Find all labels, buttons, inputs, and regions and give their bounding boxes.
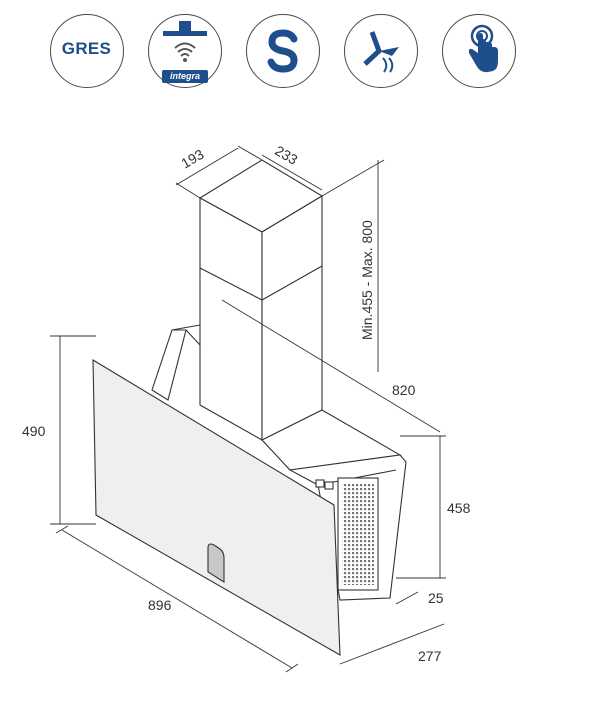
dim-490: 490: [22, 423, 46, 439]
dim-193: 193: [178, 146, 206, 172]
gres-label: GRES: [61, 39, 112, 58]
touch-control-icon: [442, 14, 516, 88]
dim-277: 277: [418, 648, 442, 664]
feature-icons-row: GRES integra: [0, 0, 601, 100]
airflow-icon: [344, 14, 418, 88]
dim-458: 458: [447, 500, 471, 516]
integra-hood-icon: [163, 21, 207, 62]
dim-25: 25: [428, 590, 444, 606]
dim-820: 820: [392, 382, 416, 398]
dim-min-max-height: Min.455 - Max. 800: [359, 220, 375, 340]
s-motor-icon: [246, 14, 320, 88]
gres-filter-icon: GRES: [50, 14, 124, 88]
dim-233: 233: [272, 142, 300, 168]
integra-label: integra: [162, 70, 208, 83]
dim-896: 896: [148, 597, 172, 613]
grille-mesh: [342, 483, 374, 585]
integra-wifi-icon: integra: [148, 14, 222, 88]
hood-dimension-drawing: 193 233 Min.455 - Max. 800 820 490 458 8…: [22, 142, 471, 673]
dimension-lines: [50, 145, 446, 673]
